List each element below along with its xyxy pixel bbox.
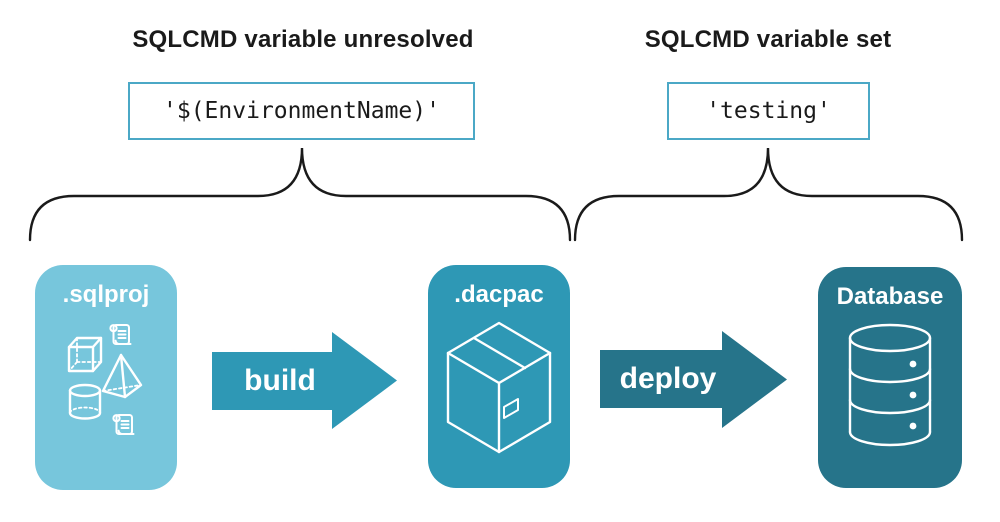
deploy-arrow-label: deploy bbox=[619, 362, 717, 395]
cylinder-icon bbox=[68, 383, 102, 420]
sql-script-icon bbox=[112, 414, 135, 435]
cube-icon bbox=[67, 336, 103, 373]
caption-unresolved: SQLCMD variable unresolved bbox=[132, 26, 474, 53]
brace-right bbox=[573, 147, 964, 242]
deploy-arrow-shape bbox=[600, 331, 787, 428]
stage-sqlproj: .sqlproj bbox=[35, 265, 177, 490]
pyramid-icon bbox=[101, 353, 143, 399]
database-dot bbox=[909, 391, 917, 399]
stage-database-label: Database bbox=[836, 283, 944, 310]
sql-script-icon bbox=[109, 324, 132, 345]
stage-database: Database bbox=[818, 267, 962, 488]
code-box-environment-variable: '$(EnvironmentName)' bbox=[128, 82, 475, 140]
code-value-unresolved: '$(EnvironmentName)' bbox=[163, 98, 440, 124]
sql-objects-icon bbox=[67, 324, 143, 435]
database-dot bbox=[909, 360, 917, 368]
deploy-arrow bbox=[600, 331, 787, 428]
stage-sqlproj-label: .sqlproj bbox=[62, 281, 150, 308]
package-icon bbox=[446, 321, 552, 454]
stage-dacpac-label: .dacpac bbox=[454, 281, 544, 308]
database-icon bbox=[848, 323, 932, 447]
code-box-testing-value: 'testing' bbox=[667, 82, 870, 140]
code-value-set: 'testing' bbox=[706, 98, 831, 124]
build-arrow bbox=[212, 332, 397, 429]
database-dot bbox=[909, 422, 917, 430]
caption-set: SQLCMD variable set bbox=[644, 26, 892, 53]
brace-left bbox=[28, 147, 572, 242]
build-arrow-label: build bbox=[244, 364, 316, 397]
build-arrow-shape bbox=[212, 332, 397, 429]
stage-dacpac: .dacpac bbox=[428, 265, 570, 488]
